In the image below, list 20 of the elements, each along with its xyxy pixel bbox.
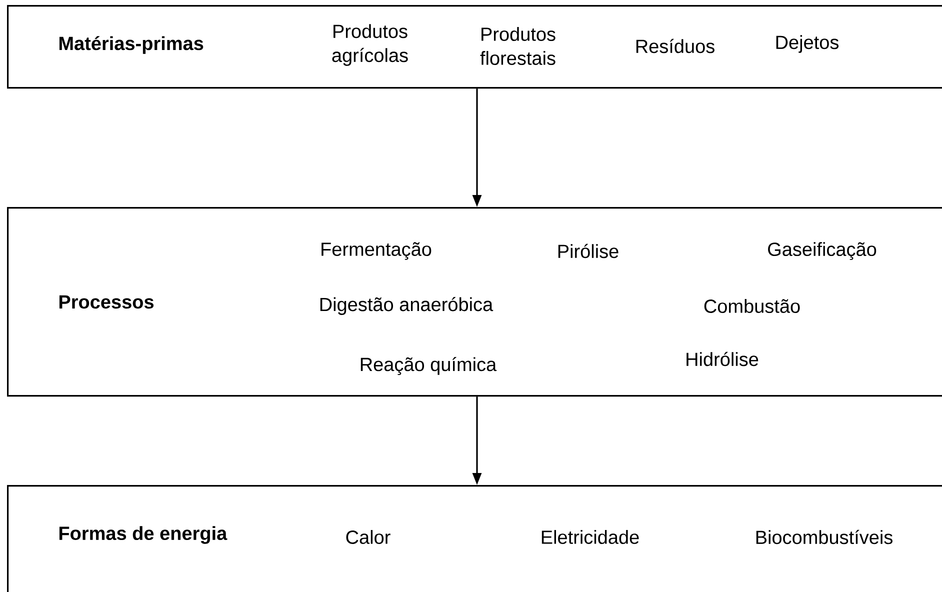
item-label: Biocombustíveis bbox=[756, 530, 892, 544]
item-label: Dejetos bbox=[776, 35, 839, 53]
item-label: Fermentação bbox=[322, 242, 432, 260]
item-label: Hidrólise bbox=[686, 352, 758, 366]
box-heading: Processos bbox=[59, 295, 154, 309]
item-label: Produtos florestais bbox=[480, 27, 556, 65]
item-label: Produtos agrícolas bbox=[332, 24, 408, 66]
process-box bbox=[7, 207, 942, 397]
item-label: Pirólise bbox=[558, 244, 618, 258]
process-box bbox=[7, 5, 942, 89]
item-label: Combustão bbox=[704, 299, 800, 313]
item-label: Digestão anaeróbica bbox=[320, 297, 494, 315]
item-label: Resíduos bbox=[636, 38, 714, 54]
item-label: Eletricidade bbox=[542, 530, 639, 544]
item-label: Gaseificação bbox=[768, 242, 876, 260]
item-label: Calor bbox=[346, 530, 390, 544]
process-box bbox=[7, 485, 942, 592]
item-label: Reação química bbox=[360, 357, 497, 375]
box-heading: Matérias-primas bbox=[59, 36, 204, 54]
box-heading: Formas de energia bbox=[59, 526, 228, 544]
